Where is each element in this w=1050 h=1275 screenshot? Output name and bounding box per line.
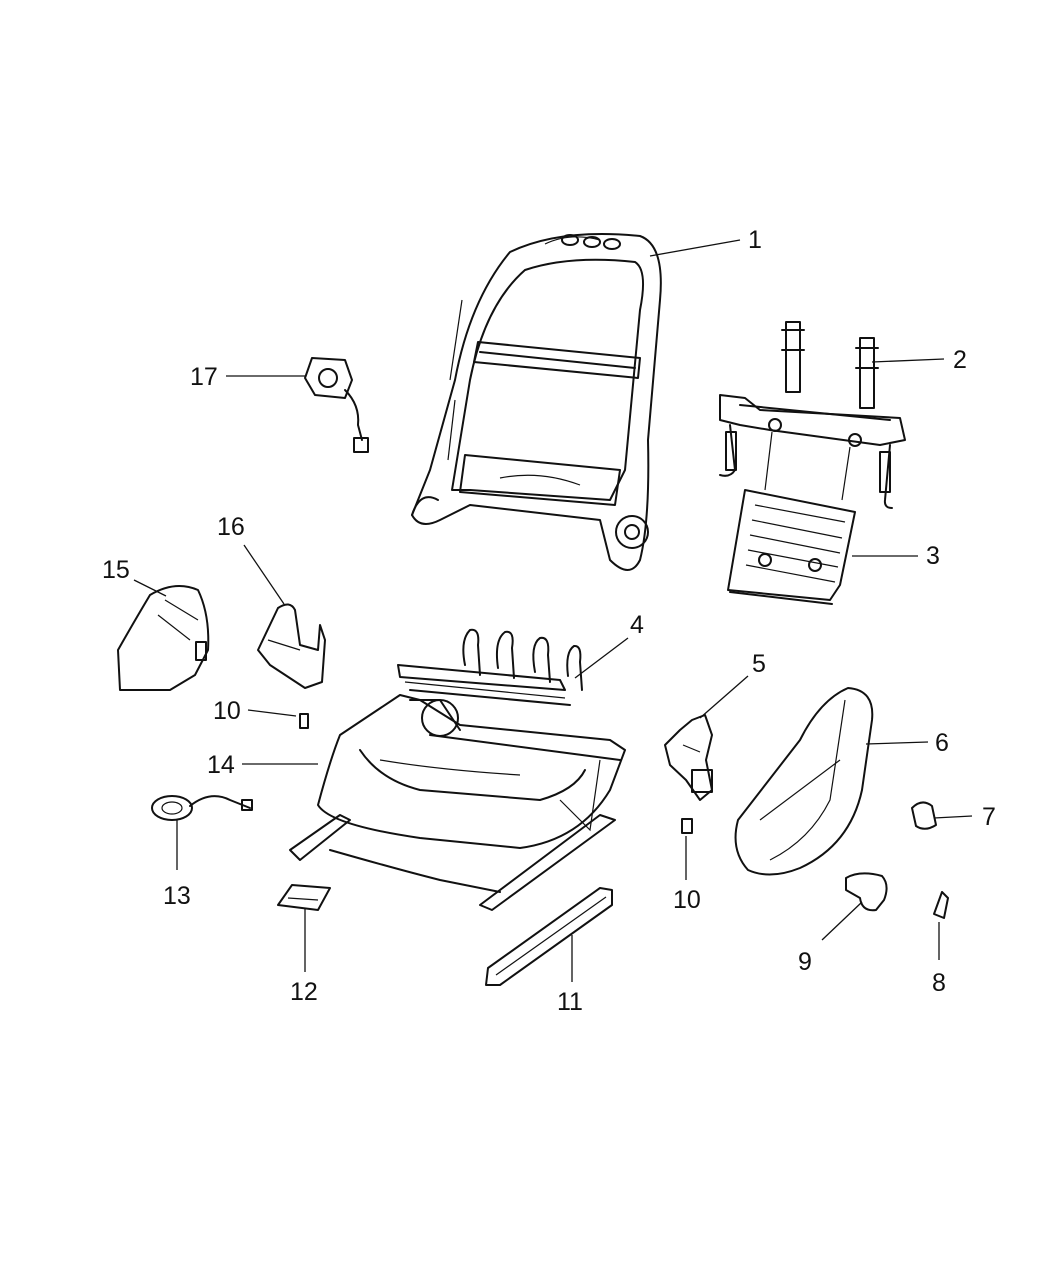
callout-12: 12 xyxy=(290,978,318,1006)
small-clip-a xyxy=(299,713,309,729)
callout-1: 1 xyxy=(748,226,762,254)
callout-15: 15 xyxy=(102,556,130,584)
callout-6: 6 xyxy=(935,729,949,757)
clip-part xyxy=(933,891,949,919)
callout-5: 5 xyxy=(752,650,766,678)
callout-11: 11 xyxy=(557,988,583,1016)
callout-9: 9 xyxy=(798,948,812,976)
actuator-module xyxy=(304,357,369,453)
small-clip-b xyxy=(681,818,693,834)
callout-10-left: 10 xyxy=(213,697,241,725)
callout-3: 3 xyxy=(926,542,940,570)
track-cover-short xyxy=(277,884,331,911)
callout-2: 2 xyxy=(953,346,967,374)
inner-bracket xyxy=(257,603,326,689)
callout-14: 14 xyxy=(207,751,235,779)
outboard-shield xyxy=(117,585,210,691)
adjuster-knob xyxy=(911,801,937,830)
wire-harness xyxy=(151,795,253,821)
seat-springs xyxy=(397,628,583,706)
side-bracket xyxy=(664,714,713,801)
lumbar-mechanism xyxy=(719,321,906,509)
seat-cushion-frame xyxy=(289,694,626,911)
callout-13: 13 xyxy=(163,882,191,910)
side-shield xyxy=(734,687,874,876)
callout-17: 17 xyxy=(190,363,218,391)
seat-back-frame xyxy=(411,233,662,571)
leader-lines xyxy=(133,239,973,982)
track-cover-long xyxy=(485,887,613,986)
callout-10-right: 10 xyxy=(673,886,701,914)
callout-16: 16 xyxy=(217,513,245,541)
recliner-handle xyxy=(845,872,888,912)
callout-4: 4 xyxy=(630,611,644,639)
callout-7: 7 xyxy=(982,803,996,831)
callout-8: 8 xyxy=(932,969,946,997)
lumbar-panel xyxy=(727,489,856,605)
